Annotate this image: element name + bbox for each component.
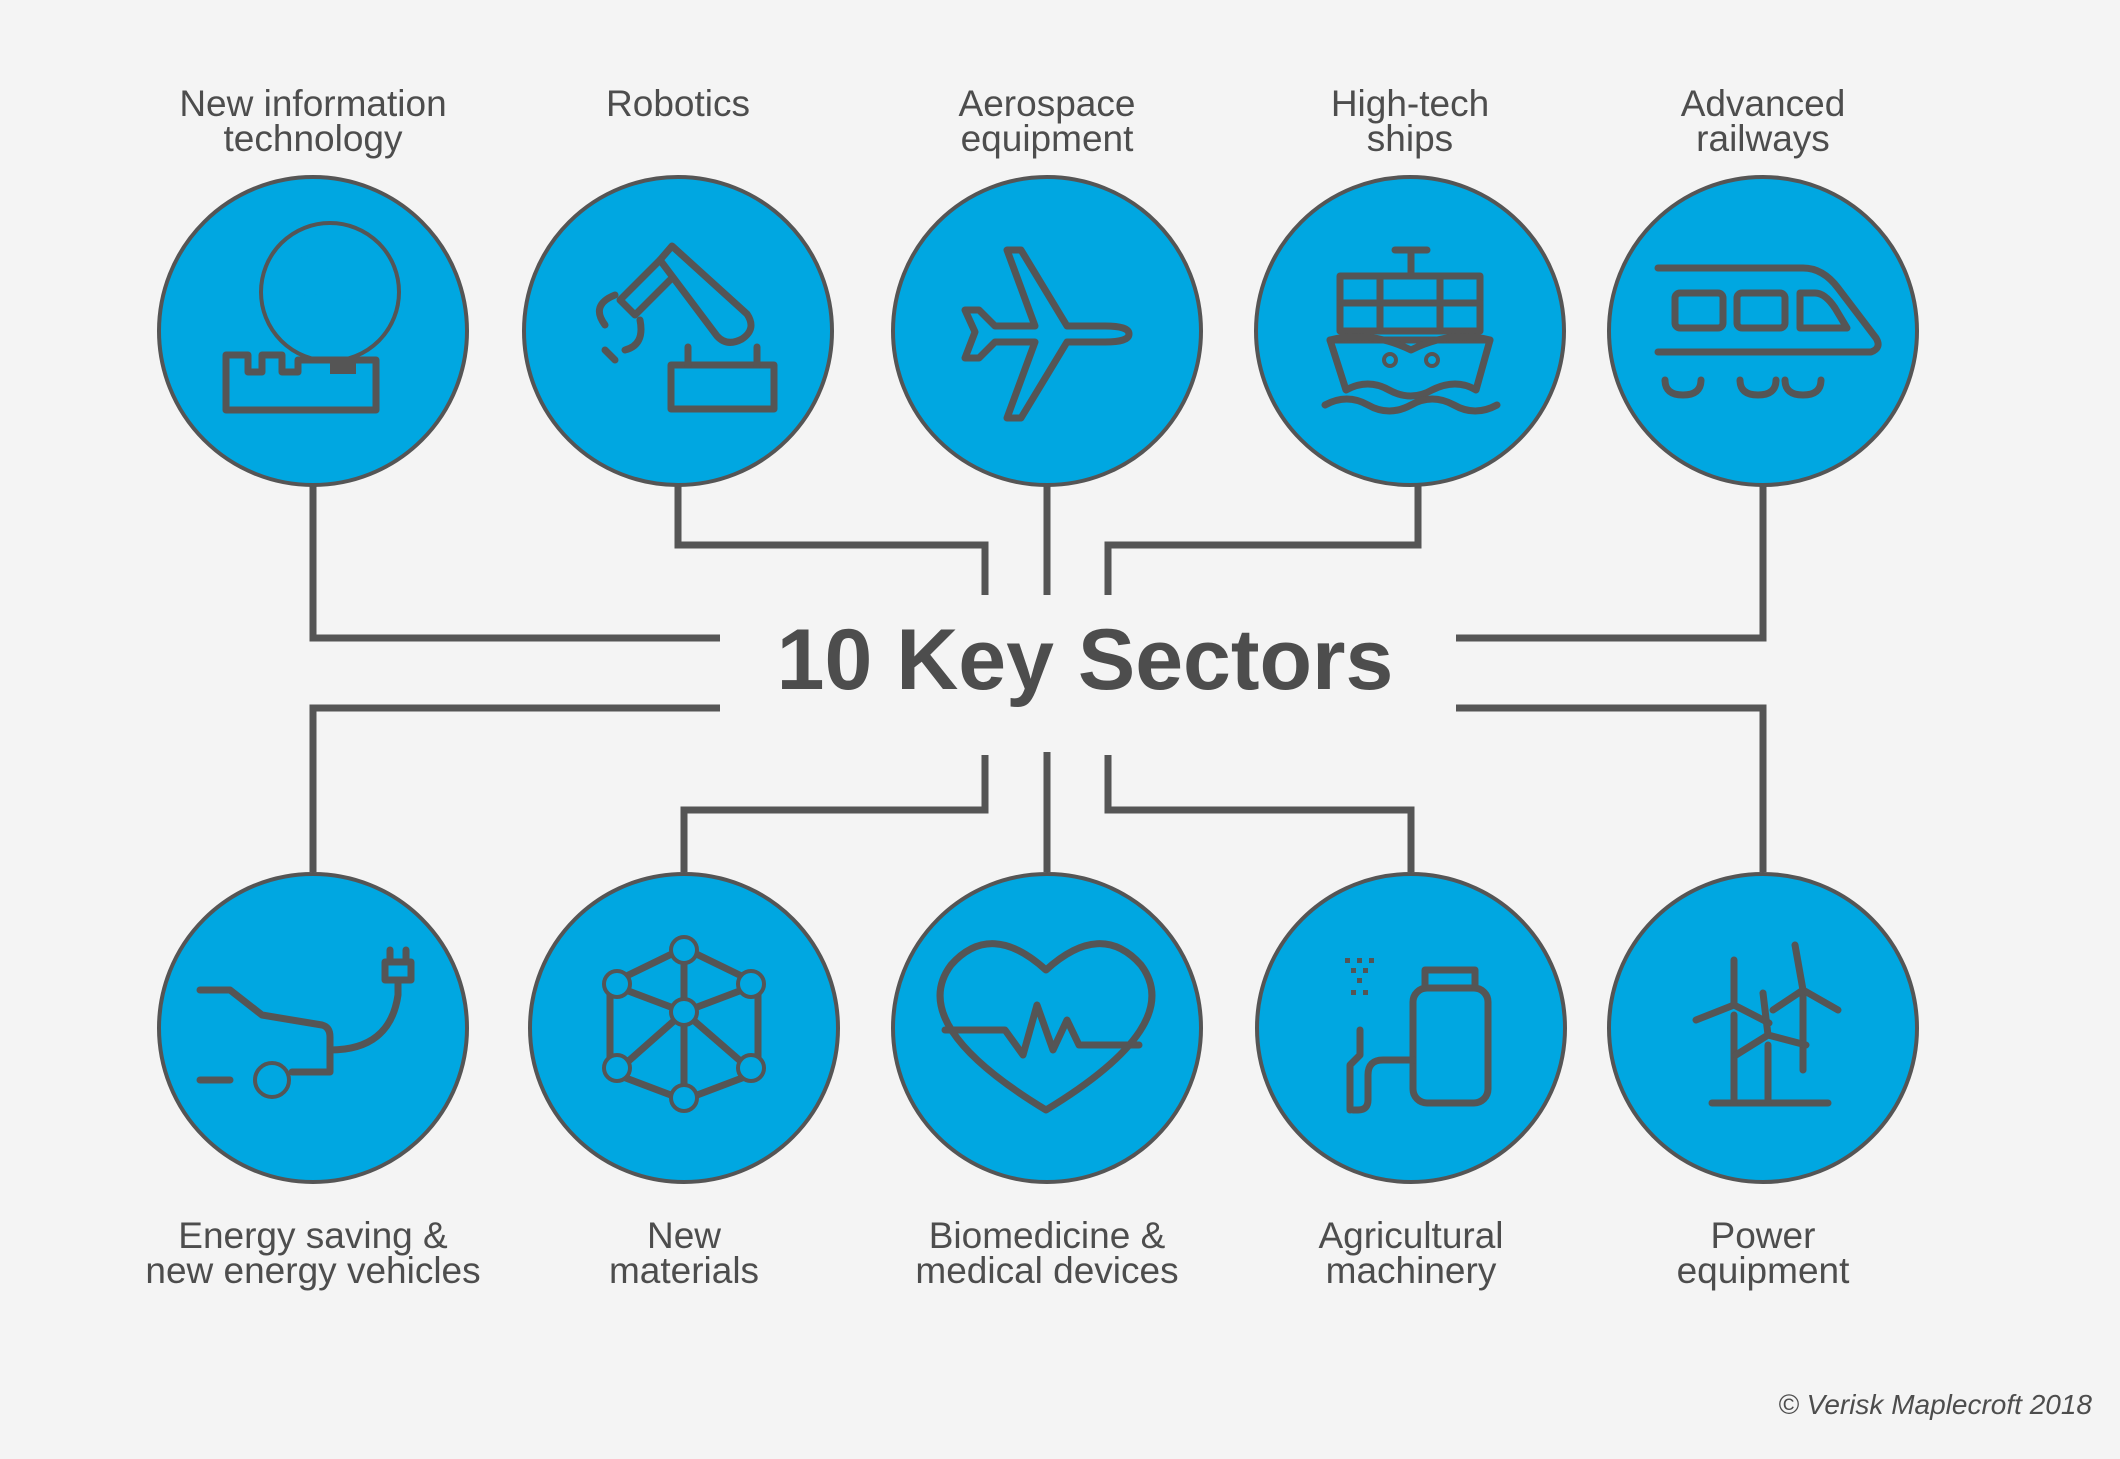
train-icon (1654, 264, 1882, 399)
sector-circle-aerospace (891, 175, 1203, 487)
diagram-title: 10 Key Sectors (776, 612, 1394, 708)
ship-icon (1321, 246, 1501, 415)
sector-circle-agriculture (1255, 872, 1567, 1184)
label-vehicles: Energy saving &new energy vehicles (145, 1215, 481, 1291)
sector-circle-vehicles (157, 872, 469, 1184)
sector-circle-biomedicine (891, 872, 1203, 1184)
sector-circle-power (1607, 872, 1919, 1184)
sector-circle-robotics (522, 175, 834, 487)
sector-circle-materials (528, 872, 840, 1184)
globe-factory-icon (222, 221, 401, 414)
electric-car-icon (196, 946, 415, 1099)
connectors (309, 482, 1767, 872)
molecule-cube-icon (602, 935, 766, 1113)
label-biomedicine: Biomedicine &medical devices (915, 1215, 1179, 1291)
sector-circle-ships (1254, 175, 1566, 487)
airplane-icon (961, 246, 1133, 422)
robot-arm-icon (595, 242, 778, 413)
wind-turbine-icon (1692, 941, 1842, 1107)
label-robotics: Robotics (606, 83, 750, 124)
sector-circle-information-technology (157, 175, 469, 487)
sprayer-icon (1345, 958, 1492, 1114)
copyright-notice: © Verisk Maplecroft 2018 (1778, 1389, 2092, 1420)
sector-circle-railways (1607, 175, 1919, 487)
heartbeat-icon (936, 940, 1156, 1114)
